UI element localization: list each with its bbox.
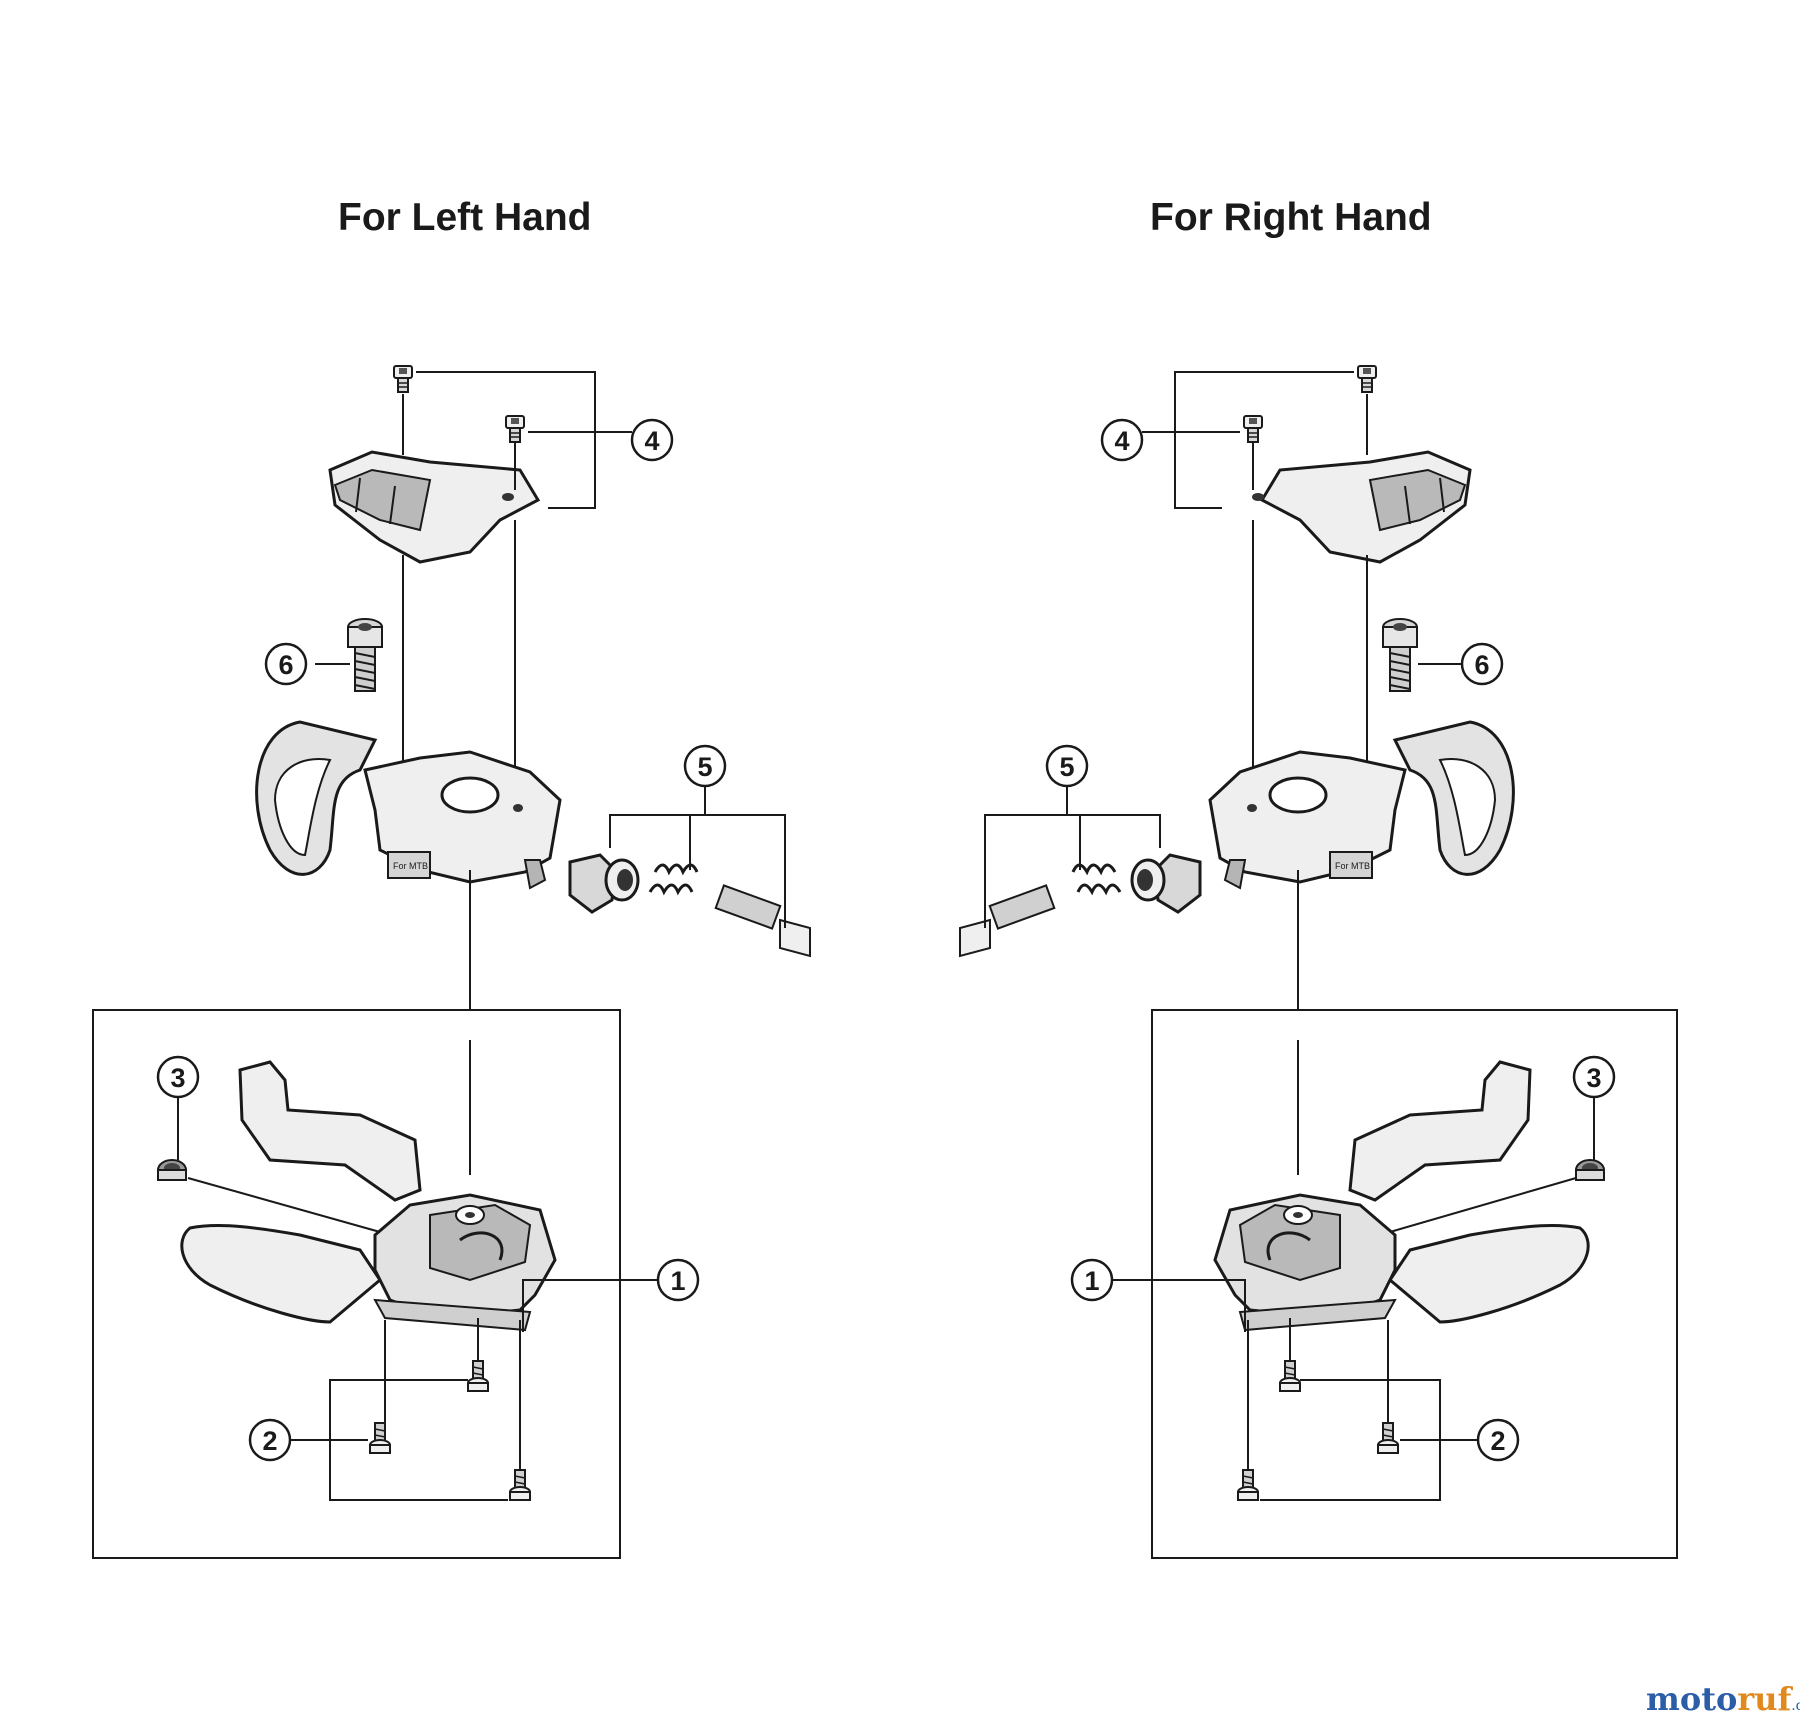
left-clamp-body: For MTB (255, 720, 562, 890)
left-callout-5: 5 (683, 744, 727, 788)
svg-text:4: 4 (644, 426, 659, 456)
right-callout-2: 2 (1476, 1418, 1520, 1462)
right-clamp-body: For MTB (1208, 720, 1515, 890)
svg-text:3: 3 (170, 1063, 185, 1093)
right-callout-5: 5 (1045, 744, 1089, 788)
svg-text:3: 3 (1586, 1063, 1601, 1093)
right-callout-6: 6 (1460, 642, 1504, 686)
right-callout-4: 4 (1100, 418, 1144, 462)
left-lever-unit-box (92, 1009, 621, 1559)
svg-text:1: 1 (670, 1266, 685, 1296)
left-cover-plate (328, 450, 541, 564)
svg-text:5: 5 (1059, 752, 1074, 782)
left-lever-unit (180, 1060, 557, 1332)
left-callout-4: 4 (630, 418, 674, 462)
svg-text:4: 4 (1114, 426, 1129, 456)
left-hand-assembly: For MTB (92, 365, 811, 1559)
left-housing-label: For MTB (393, 861, 428, 871)
left-callout-1: 1 (656, 1258, 700, 1302)
right-hand-assembly: For MTB (959, 365, 1678, 1559)
svg-text:2: 2 (1490, 1426, 1505, 1456)
right-barrel-adjuster (959, 853, 1202, 958)
heading-right-hand: For Right Hand (1150, 196, 1432, 239)
left-barrel-adjuster (568, 853, 811, 958)
right-lever-unit (1213, 1060, 1590, 1332)
heading-left-hand: For Left Hand (338, 196, 592, 239)
right-housing-label: For MTB (1335, 861, 1370, 871)
left-callout-6: 6 (264, 642, 308, 686)
svg-text:2: 2 (262, 1426, 277, 1456)
left-callout-2: 2 (248, 1418, 292, 1462)
right-callout-1: 1 (1070, 1258, 1114, 1302)
left-callout-3: 3 (156, 1055, 200, 1099)
site-watermark-logo: motoruf.de (1646, 1680, 1800, 1718)
svg-text:6: 6 (1474, 650, 1489, 680)
right-lever-unit-box (1151, 1009, 1678, 1559)
svg-text:5: 5 (697, 752, 712, 782)
svg-text:1: 1 (1084, 1266, 1099, 1296)
right-cover-plate (1252, 450, 1472, 564)
svg-text:6: 6 (278, 650, 293, 680)
right-callout-3: 3 (1572, 1055, 1616, 1099)
